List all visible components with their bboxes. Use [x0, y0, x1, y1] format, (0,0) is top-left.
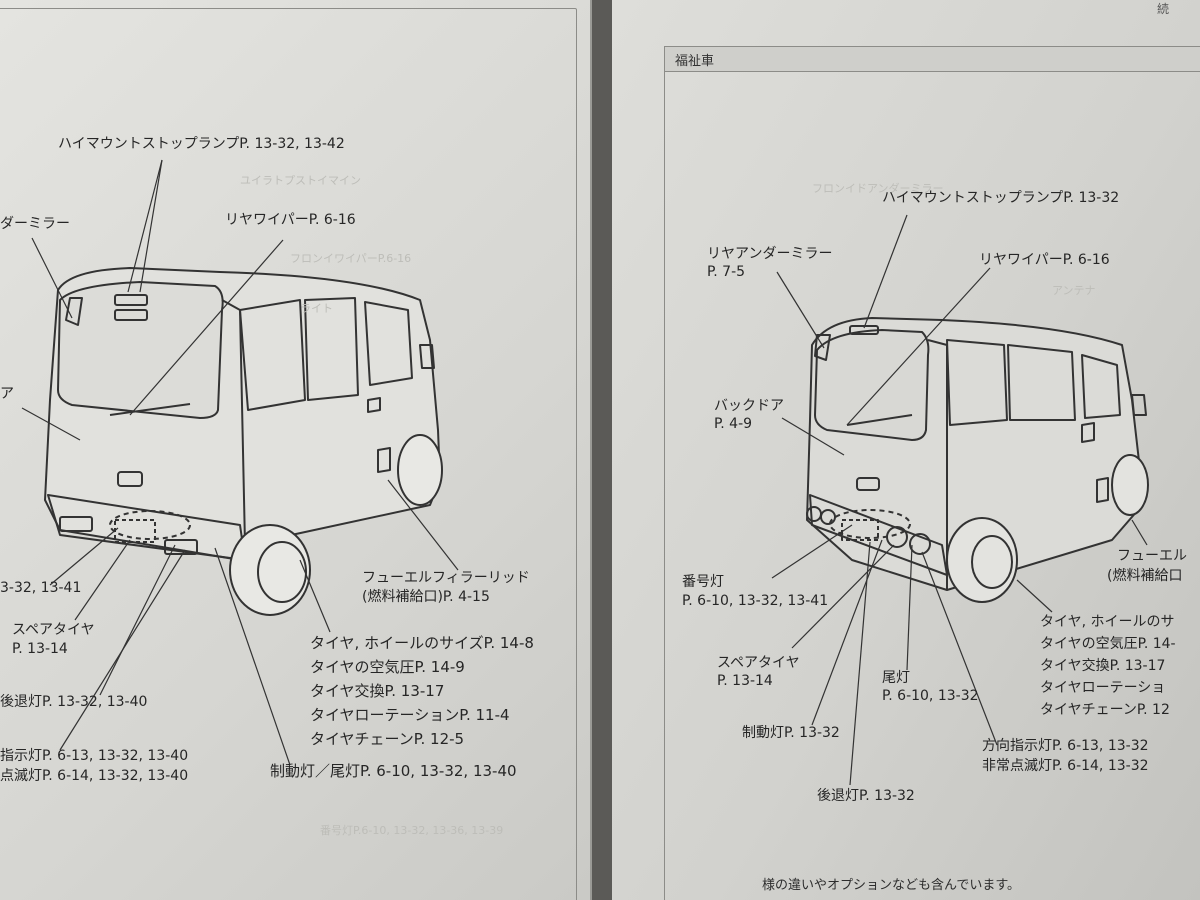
label-fuel-lid-page: (燃料補給口 — [1107, 568, 1183, 584]
label-fuel-lid: フューエルフィラーリッド — [362, 570, 530, 586]
label-back-door-page: P. 4-9 — [714, 416, 753, 432]
label-license-lamp: 3-32, 13-41 — [0, 580, 82, 596]
label-rear-wiper: リヤワイパーP. 6-16 — [225, 212, 356, 228]
label-license-lamp-page: P. 6-10, 13-32, 13-41 — [682, 593, 829, 609]
right-page: 続 福祉車 — [612, 0, 1200, 900]
label-spare-tire-page: P. 13-14 — [717, 673, 773, 689]
label-back-door: ア — [0, 386, 14, 402]
label-fuel-lid-page: (燃料補給口)P. 4-15 — [362, 589, 490, 605]
label-backup-lamp: 後退灯P. 13-32 — [817, 788, 915, 804]
label-tire-size: タイヤ, ホイールのサ — [1040, 614, 1175, 630]
label-rear-wiper: リヤワイパーP. 6-16 — [979, 252, 1110, 268]
label-under-mirror: ダーミラー — [0, 216, 70, 232]
label-brake-lamp: 制動灯P. 13-32 — [742, 725, 840, 741]
left-page-frame — [0, 8, 577, 900]
label-back-door: バックドア — [714, 398, 784, 414]
van-rear-illustration-left — [21, 159, 459, 766]
label-fuel-lid: フューエル — [1117, 548, 1187, 564]
label-tire-change: タイヤ交換P. 13-17 — [1040, 658, 1166, 674]
label-spare-tire: スペアタイヤ — [717, 655, 800, 671]
label-tire-chain: タイヤチェーンP. 12-5 — [310, 730, 465, 748]
van-rear-illustration-right — [771, 214, 1149, 786]
label-hazard-lamp: 点滅灯P. 6-14, 13-32, 13-40 — [0, 768, 189, 784]
label-tail-lamp: 尾灯 — [882, 670, 910, 686]
footer-note: 様の違いやオプションなども含んでいます。 — [762, 878, 1021, 893]
label-rear-under-mirror: リヤアンダーミラー — [707, 246, 833, 262]
label-rear-under-mirror-page: P. 7-5 — [707, 264, 746, 280]
left-page: ユイラトプストイマイン フロンイワイパーP.6-16 ライト ハイマウントストッ… — [0, 0, 592, 900]
label-tire-size: タイヤ, ホイールのサイズP. 14-8 — [310, 634, 534, 652]
label-tire-rotation: タイヤローテーショ — [1040, 680, 1166, 696]
label-high-mount-stop-lamp: ハイマウントストップランプP. 13-32 — [882, 190, 1120, 206]
label-license-lamp: 番号灯 — [682, 574, 724, 590]
label-tire-pressure: タイヤの空気圧P. 14-9 — [310, 658, 465, 676]
label-tire-rotation: タイヤローテーションP. 11-4 — [310, 706, 510, 724]
label-tail-lamp-page: P. 6-10, 13-32 — [882, 688, 979, 704]
label-turn-signal: 方向指示灯P. 6-13, 13-32 — [982, 738, 1149, 754]
page-corner-text: 続 — [1157, 2, 1170, 16]
label-tire-chain: タイヤチェーンP. 12 — [1040, 702, 1170, 718]
section-header-title: 福祉車 — [675, 54, 715, 69]
label-high-mount-stop-lamp: ハイマウントストップランプP. 13-32, 13-42 — [58, 136, 345, 152]
label-spare-tire: スペアタイヤ — [12, 622, 95, 638]
label-tire-pressure: タイヤの空気圧P. 14- — [1040, 636, 1176, 652]
label-brake-tail-lamp: 制動灯／尾灯P. 6-10, 13-32, 13-40 — [270, 762, 517, 780]
label-tire-change: タイヤ交換P. 13-17 — [310, 682, 445, 700]
label-turn-signal: 指示灯P. 6-13, 13-32, 13-40 — [0, 748, 189, 764]
label-backup-lamp: 後退灯P. 13-32, 13-40 — [0, 694, 148, 710]
label-spare-tire-page: P. 13-14 — [12, 641, 68, 657]
label-hazard-lamp: 非常点滅灯P. 6-14, 13-32 — [982, 758, 1149, 774]
section-header-bar: 福祉車 — [664, 46, 1200, 72]
